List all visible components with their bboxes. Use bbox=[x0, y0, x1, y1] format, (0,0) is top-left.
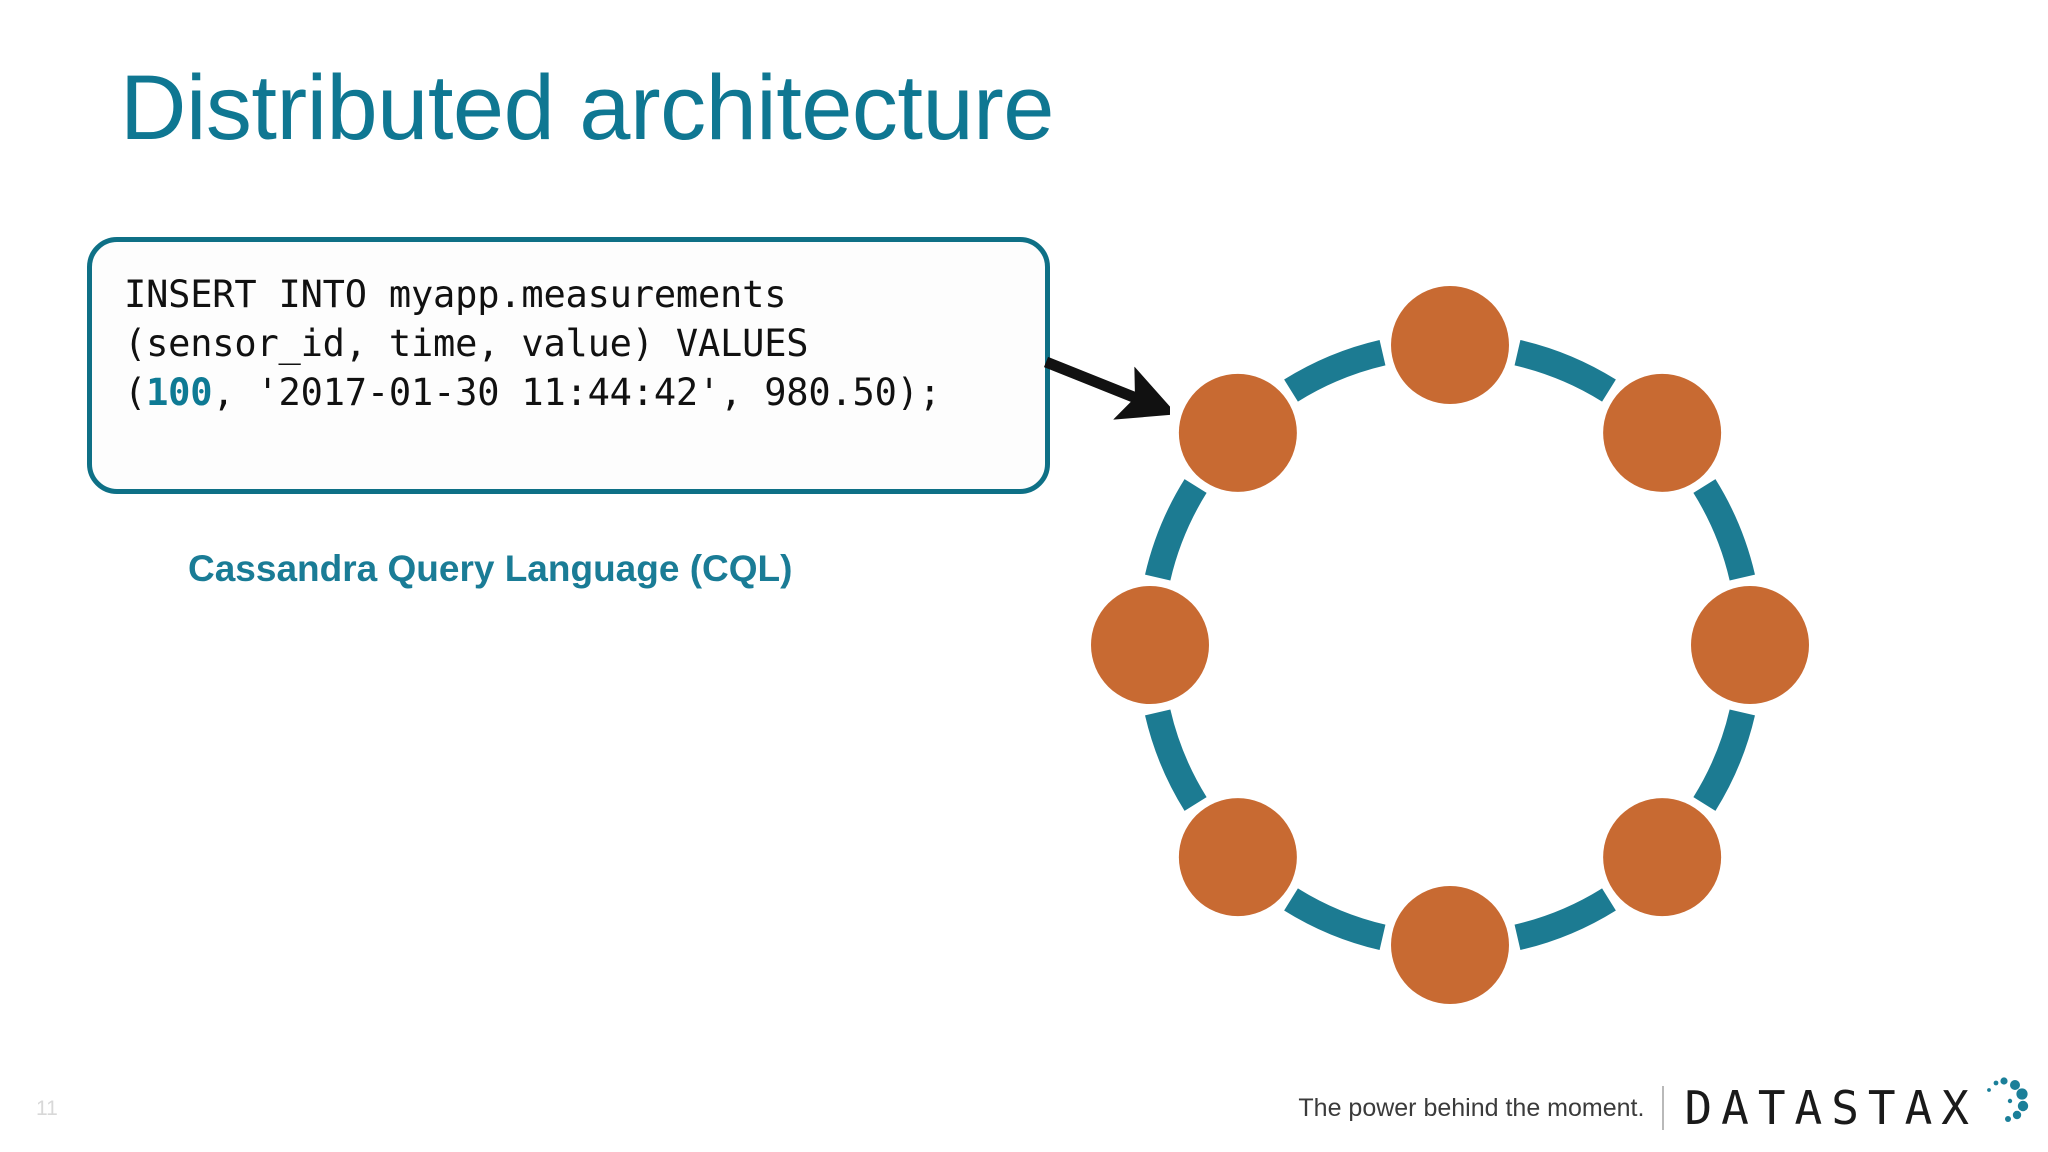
ring-node-3[interactable] bbox=[1691, 586, 1809, 704]
ring-node-4[interactable] bbox=[1603, 798, 1722, 917]
footer-branding: The power behind the moment. DATASTAX bbox=[1298, 1077, 2030, 1136]
ring-node-7[interactable] bbox=[1091, 586, 1209, 704]
cql-line-3-suffix: , '2017-01-30 11:44:42', 980.50); bbox=[212, 371, 941, 414]
brand-divider bbox=[1662, 1086, 1665, 1130]
cql-caption-label: Cassandra Query Language (CQL) bbox=[188, 548, 793, 589]
ring-arc-segment bbox=[1145, 709, 1207, 811]
page-title: Distributed architecture bbox=[120, 57, 1054, 159]
ring-arc-segment bbox=[1693, 709, 1755, 811]
cql-line-1: INSERT INTO myapp.measurements bbox=[124, 273, 787, 316]
ring-arc-segment bbox=[1514, 340, 1616, 402]
cql-highlight-value: 100 bbox=[146, 371, 213, 414]
brand-tagline: The power behind the moment. bbox=[1298, 1093, 1645, 1122]
ring-node-5[interactable] bbox=[1391, 886, 1509, 1004]
ring-arc-segment bbox=[1145, 479, 1207, 581]
ring-node-1[interactable] bbox=[1391, 286, 1509, 404]
cql-line-2: (sensor_id, time, value) VALUES bbox=[124, 322, 809, 365]
datastax-swirl-icon bbox=[1987, 1077, 2029, 1122]
ring-arc-segment bbox=[1514, 888, 1616, 950]
ring-arc-segment bbox=[1284, 888, 1386, 950]
cassandra-ring-diagram bbox=[1084, 279, 1816, 1011]
cql-code-text: INSERT INTO myapp.measurements (sensor_i… bbox=[124, 270, 941, 417]
ring-node-8[interactable] bbox=[1178, 373, 1297, 492]
datastax-wordmark: DATASTAX bbox=[1684, 1081, 1978, 1135]
pointer-arrow-icon bbox=[1043, 356, 1170, 420]
ring-arc-group bbox=[1145, 340, 1755, 950]
page-number: 11 bbox=[36, 1097, 58, 1120]
ring-arc-segment bbox=[1693, 479, 1755, 581]
ring-node-2[interactable] bbox=[1603, 373, 1722, 492]
ring-node-group bbox=[1084, 279, 1816, 1011]
cql-line-3-prefix: ( bbox=[124, 371, 147, 414]
cql-line-3: (100, '2017-01-30 11:44:42', 980.50); bbox=[124, 371, 941, 414]
cql-code-box: INSERT INTO myapp.measurements (sensor_i… bbox=[87, 237, 1050, 494]
ring-node-6[interactable] bbox=[1178, 798, 1297, 917]
ring-arc-segment bbox=[1284, 340, 1386, 402]
